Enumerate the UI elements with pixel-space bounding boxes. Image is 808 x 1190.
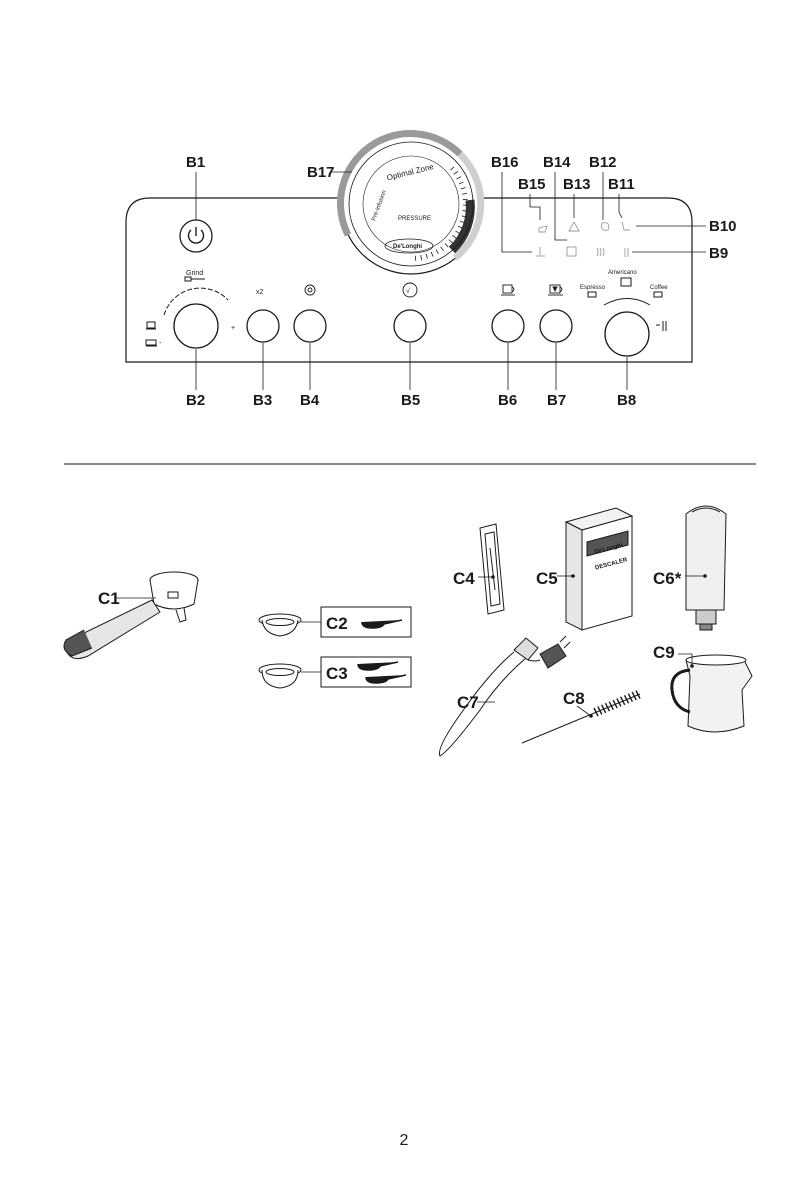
label-c3: C3 xyxy=(326,664,348,683)
hot-water-button[interactable] xyxy=(492,310,524,342)
dot-c8 xyxy=(589,714,593,718)
label-b3: B3 xyxy=(253,392,272,409)
power-icon xyxy=(189,227,204,243)
hot-water-icon xyxy=(501,285,515,295)
page-number: 2 xyxy=(0,1132,808,1150)
label-b4: B4 xyxy=(300,392,320,409)
grind-dose-knob[interactable] xyxy=(174,304,218,348)
coffee-label: Coffee xyxy=(650,285,668,291)
descaler-box-illustration: De'Longhi DESCALER xyxy=(566,508,632,630)
label-c5: C5 xyxy=(536,569,558,588)
label-b1: B1 xyxy=(186,154,205,171)
label-b13: B13 xyxy=(563,176,591,193)
dot-c9 xyxy=(690,664,694,668)
label-c1: C1 xyxy=(98,589,120,608)
americano-icon xyxy=(621,278,631,286)
water-tank-indicator-icon xyxy=(567,247,576,256)
label-c2: C2 xyxy=(326,614,348,633)
dot-c5 xyxy=(571,574,575,578)
gauge-brand: De'Longhi xyxy=(393,244,422,250)
grind-label: Grind xyxy=(186,270,203,277)
power-button[interactable] xyxy=(180,220,212,252)
label-b2: B2 xyxy=(186,392,205,409)
label-c6: C6* xyxy=(653,569,682,588)
label-b15: B15 xyxy=(518,176,546,193)
temperature-indicator-icon xyxy=(536,247,545,256)
label-b9: B9 xyxy=(709,245,728,262)
label-b6: B6 xyxy=(498,392,517,409)
label-b16: B16 xyxy=(491,154,519,171)
label-c9: C9 xyxy=(653,643,675,662)
milk-jug-illustration xyxy=(672,655,752,732)
label-b8: B8 xyxy=(617,392,636,409)
water-hardness-strip-illustration xyxy=(480,524,504,614)
grinder-button[interactable] xyxy=(294,310,326,342)
filter-indicator-icon xyxy=(602,223,609,231)
double-dose-icon xyxy=(146,340,157,346)
gauge-pressure-label: PRESSURE xyxy=(398,216,431,222)
label-b10: B10 xyxy=(709,218,737,235)
ok-button[interactable] xyxy=(394,310,426,342)
beverage-scale: Americano Espresso Coffee xyxy=(580,270,668,331)
coffee-icon xyxy=(654,292,662,297)
cup-button[interactable] xyxy=(540,310,572,342)
double-shot-box: C3 xyxy=(321,657,411,687)
dot-c4 xyxy=(491,575,495,579)
grinder-icon xyxy=(305,285,315,295)
alarm-indicator-icon xyxy=(569,222,579,231)
pressure-gauge: Optimal Zone Pre-infusion PRESSURE De'Lo… xyxy=(341,134,481,274)
double-shot-button[interactable] xyxy=(247,310,279,342)
grind-minus: - xyxy=(159,340,162,347)
label-c7: C7 xyxy=(457,693,479,712)
double-filter-illustration xyxy=(259,664,301,688)
steam-level-icon xyxy=(656,321,666,331)
ok-icon: √ xyxy=(403,283,417,297)
grounds-indicator-icon xyxy=(622,222,630,230)
espresso-label: Espresso xyxy=(580,285,606,291)
water-filter-illustration xyxy=(686,506,726,630)
label-b14: B14 xyxy=(543,154,571,171)
single-shot-box: C2 xyxy=(321,607,411,637)
single-dose-icon xyxy=(146,322,156,329)
label-b11: B11 xyxy=(608,176,635,193)
steam-indicator-icon xyxy=(597,248,604,256)
label-c4: C4 xyxy=(453,569,475,588)
dot-c6 xyxy=(703,574,707,578)
label-c8: C8 xyxy=(563,689,585,708)
americano-label: Americano xyxy=(608,270,637,276)
ok-check: √ xyxy=(406,287,410,295)
label-b12: B12 xyxy=(589,154,617,171)
beverage-knob[interactable] xyxy=(605,312,649,356)
double-shot-label: x2 xyxy=(256,289,264,296)
descale-indicator-icon xyxy=(539,226,547,232)
label-b5: B5 xyxy=(401,392,420,409)
indicator-icons xyxy=(536,222,630,257)
portafilter-illustration xyxy=(64,572,198,659)
label-b17: B17 xyxy=(307,164,335,181)
grind-scale: Grind + - xyxy=(146,270,235,347)
label-b7: B7 xyxy=(547,392,566,409)
milk-indicator-icon xyxy=(625,248,628,257)
cup-icon xyxy=(548,285,563,295)
grind-plus: + xyxy=(231,325,235,332)
espresso-icon xyxy=(588,292,596,297)
single-filter-illustration xyxy=(259,614,301,636)
